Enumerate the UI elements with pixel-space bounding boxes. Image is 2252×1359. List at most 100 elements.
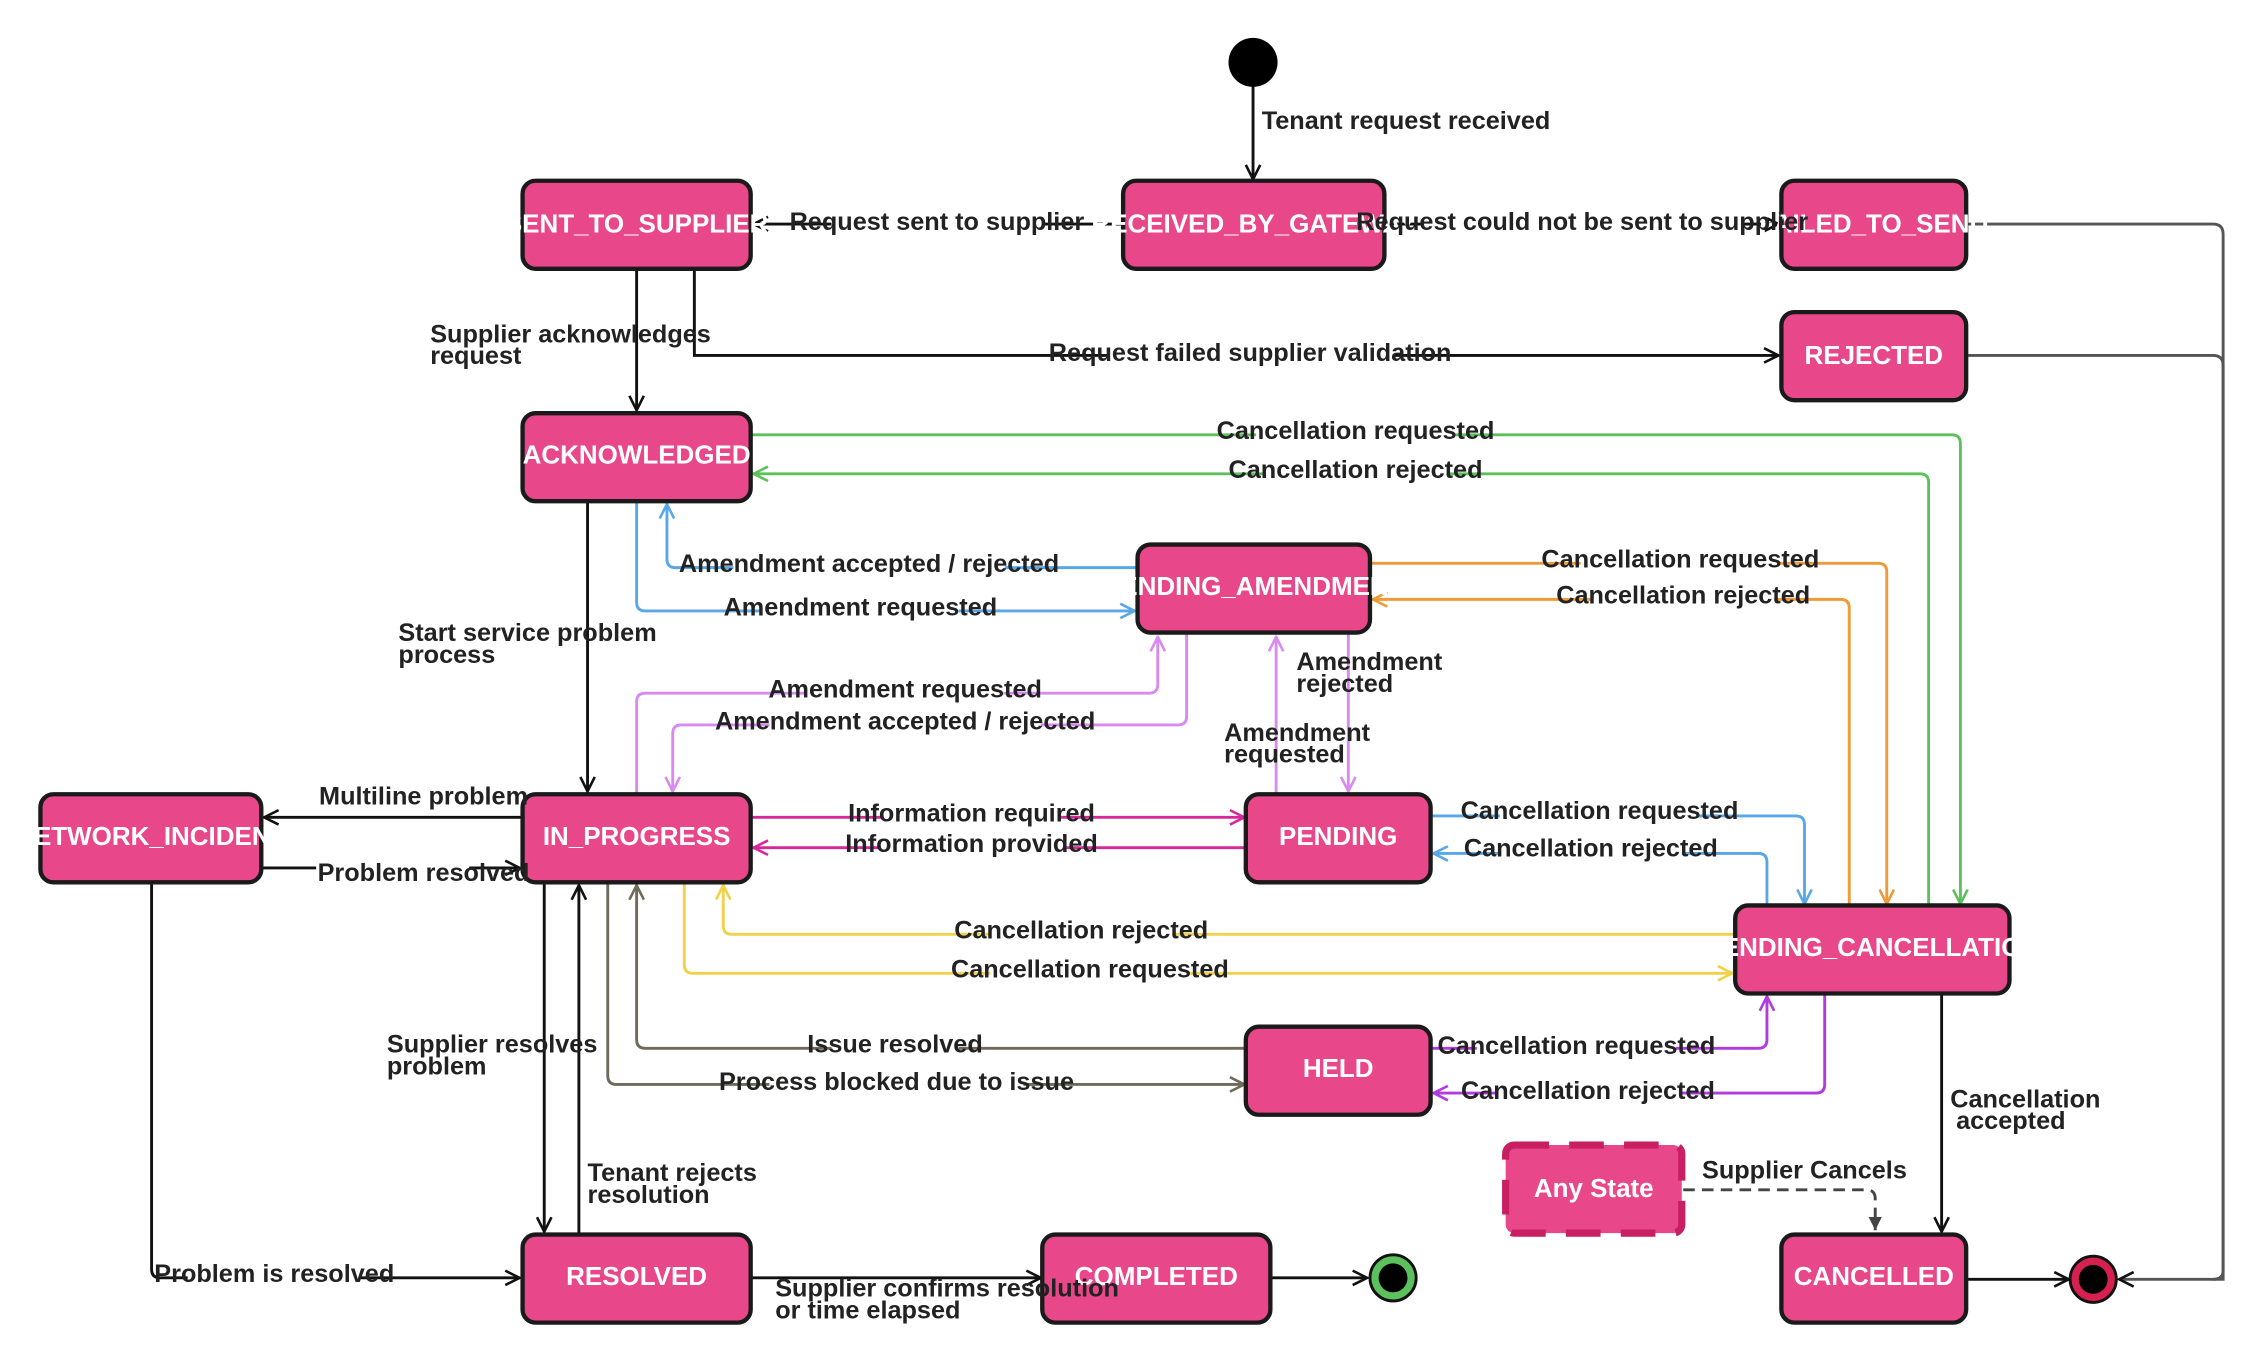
svg-text:Issue resolved: Issue resolved <box>807 1031 982 1059</box>
svg-text:Request could not be sent to s: Request could not be sent to supplier <box>1356 208 1808 236</box>
svg-text:Amendment requested: Amendment requested <box>724 593 998 621</box>
label-information-required: Information required <box>848 800 1095 828</box>
edge-held-cancellation-rejected <box>1433 993 1827 1093</box>
svg-text:Tenant rejects: Tenant rejects <box>588 1159 757 1187</box>
svg-text:Tenant request received: Tenant request received <box>1262 107 1551 135</box>
svg-text:Information provided: Information provided <box>845 830 1097 858</box>
state-label: PENDING <box>1279 821 1397 851</box>
svg-text:Amendment accepted / rejected: Amendment accepted / rejected <box>715 707 1095 735</box>
edge-request-failed-validation <box>692 270 1778 355</box>
svg-text:resolution: resolution <box>588 1181 710 1209</box>
svg-text:requested: requested <box>1224 741 1345 769</box>
svg-text:accepted: accepted <box>1956 1107 2065 1135</box>
label-issue-resolved: Issue resolved <box>807 1031 983 1060</box>
svg-text:Request sent to supplier: Request sent to supplier <box>790 208 1085 236</box>
svg-text:Amendment accepted / rejected: Amendment accepted / rejected <box>679 550 1059 578</box>
label-amendment-accepted-ip: Amendment accepted / rejected <box>715 707 1095 735</box>
state-label: COMPLETED <box>1075 1261 1238 1291</box>
state-pending-cancellation: PENDING_CANCELLATION <box>1704 903 2040 996</box>
final-state-completed <box>1368 1253 1418 1303</box>
svg-text:Start service problem: Start service problem <box>398 619 656 647</box>
state-label: PENDING_AMENDMENT <box>1103 571 1405 601</box>
svg-text:Amendment requested: Amendment requested <box>768 676 1042 704</box>
state-network-incident: NETWORK_INCIDENT <box>15 792 287 885</box>
label-ack-cancellation-requested: Cancellation requested <box>1217 417 1495 447</box>
label-p-cancellation-requested: Cancellation requested <box>1461 797 1738 827</box>
label-multiline-problem: Multiline problem <box>319 782 528 810</box>
state-label: RECEIVED_BY_GATEWAY <box>1091 209 1416 239</box>
label-supplier-cancels: Supplier Cancels <box>1702 1156 1907 1184</box>
edge-amendment-accepted-ack <box>667 504 1138 570</box>
state-label: REJECTED <box>1805 340 1944 370</box>
initial-state <box>1228 37 1278 87</box>
svg-text:Cancellation requested: Cancellation requested <box>1217 417 1495 445</box>
state-label: CANCELLED <box>1794 1261 1954 1291</box>
edge-p-cancellation-requested <box>1430 814 1805 904</box>
svg-text:process: process <box>398 641 495 669</box>
svg-text:Multiline problem: Multiline problem <box>319 782 528 810</box>
label-request-could-not-be-sent: Request could not be sent to supplier <box>1356 208 1808 236</box>
label-amendment-accepted-ack: Amendment accepted / rejected <box>679 550 1059 580</box>
svg-text:Supplier acknowledges: Supplier acknowledges <box>430 320 711 348</box>
svg-text:Cancellation requested: Cancellation requested <box>1541 546 1819 574</box>
state-acknowledged: ACKNOWLEDGED <box>520 410 753 504</box>
label-problem-resolved: Problem resolved <box>316 859 529 887</box>
label-amendment-requested-ip: Amendment requested <box>768 676 1042 704</box>
label-p-cancellation-rejected: Cancellation rejected <box>1464 834 1718 864</box>
label-cancellation-accepted: Cancellation accepted <box>1950 1086 2100 1136</box>
svg-text:Cancellation rejected: Cancellation rejected <box>954 917 1208 945</box>
label-held-cancellation-rejected: Cancellation rejected <box>1461 1077 1715 1105</box>
svg-text:Cancellation: Cancellation <box>1950 1086 2100 1114</box>
state-label: RESOLVED <box>566 1261 707 1291</box>
svg-text:rejected: rejected <box>1296 670 1393 698</box>
label-request-failed-validation: Request failed supplier validation <box>1049 339 1452 367</box>
edge-ack-cancellation-requested <box>750 433 1961 904</box>
final-state-cancelled <box>2068 1254 2118 1304</box>
edge-p-cancellation-rejected <box>1433 853 1769 906</box>
svg-text:Cancellation rejected: Cancellation rejected <box>1556 582 1810 610</box>
state-label: ACKNOWLEDGED <box>523 440 751 470</box>
state-label: HELD <box>1303 1053 1374 1083</box>
label-request-sent-to-supplier: Request sent to supplier <box>790 208 1085 236</box>
svg-text:Cancellation requested: Cancellation requested <box>951 956 1229 984</box>
state-any-state: Any State <box>1502 1141 1686 1237</box>
state-label: FAILED_TO_SEND <box>1759 209 1988 239</box>
edge-pa-cancellation-requested <box>1369 561 1887 904</box>
state-pending-amendment: PENDING_AMENDMENT <box>1103 542 1405 635</box>
svg-text:Problem resolved: Problem resolved <box>318 859 530 887</box>
label-ip-cancellation-requested: Cancellation requested <box>951 956 1229 984</box>
svg-text:problem: problem <box>387 1052 487 1080</box>
label-process-blocked: Process blocked due to issue <box>719 1068 1074 1096</box>
svg-text:Cancellation rejected: Cancellation rejected <box>1464 834 1718 862</box>
label-held-cancellation-requested: Cancellation requested <box>1437 1032 1715 1060</box>
svg-text:Cancellation rejected: Cancellation rejected <box>1461 1077 1715 1105</box>
state-failed-to-send: FAILED_TO_SEND <box>1759 178 1988 271</box>
edge-issue-resolved <box>637 885 1246 1050</box>
edge-amendment-requested-ack <box>635 501 1135 611</box>
state-label: NETWORK_INCIDENT <box>15 821 286 851</box>
state-pending: PENDING <box>1243 792 1433 885</box>
svg-text:Cancellation rejected: Cancellation rejected <box>1229 456 1483 484</box>
svg-text:request: request <box>430 342 522 370</box>
edge-supplier-cancels <box>1683 1188 1882 1231</box>
label-pa-cancellation-rejected: Cancellation rejected <box>1556 582 1810 611</box>
edge-held-cancellation-requested <box>1430 996 1767 1050</box>
edge-ip-cancellation-rejected <box>723 885 1736 936</box>
svg-text:Request failed supplier valida: Request failed supplier validation <box>1049 339 1452 367</box>
label-tenant-request-received: Tenant request received <box>1262 107 1551 135</box>
state-received-by-gateway: RECEIVED_BY_GATEWAY <box>1091 178 1416 271</box>
label-pa-cancellation-requested: Cancellation requested <box>1541 546 1819 575</box>
state-label: Any State <box>1534 1173 1654 1203</box>
edge-ack-cancellation-rejected <box>754 474 1931 906</box>
state-rejected: REJECTED <box>1779 309 1969 403</box>
label-start-service-problem: Start service problem process <box>398 619 656 669</box>
svg-text:Amendment: Amendment <box>1224 719 1370 747</box>
svg-text:Supplier Cancels: Supplier Cancels <box>1702 1156 1907 1184</box>
label-tenant-rejects: Tenant rejects resolution <box>588 1159 757 1209</box>
svg-text:Cancellation requested: Cancellation requested <box>1437 1032 1715 1060</box>
state-label: SENT_TO_SUPPLIER <box>505 209 769 239</box>
svg-text:Supplier resolves: Supplier resolves <box>387 1031 598 1059</box>
state-held: HELD <box>1243 1024 1433 1117</box>
svg-text:Information required: Information required <box>848 800 1095 828</box>
